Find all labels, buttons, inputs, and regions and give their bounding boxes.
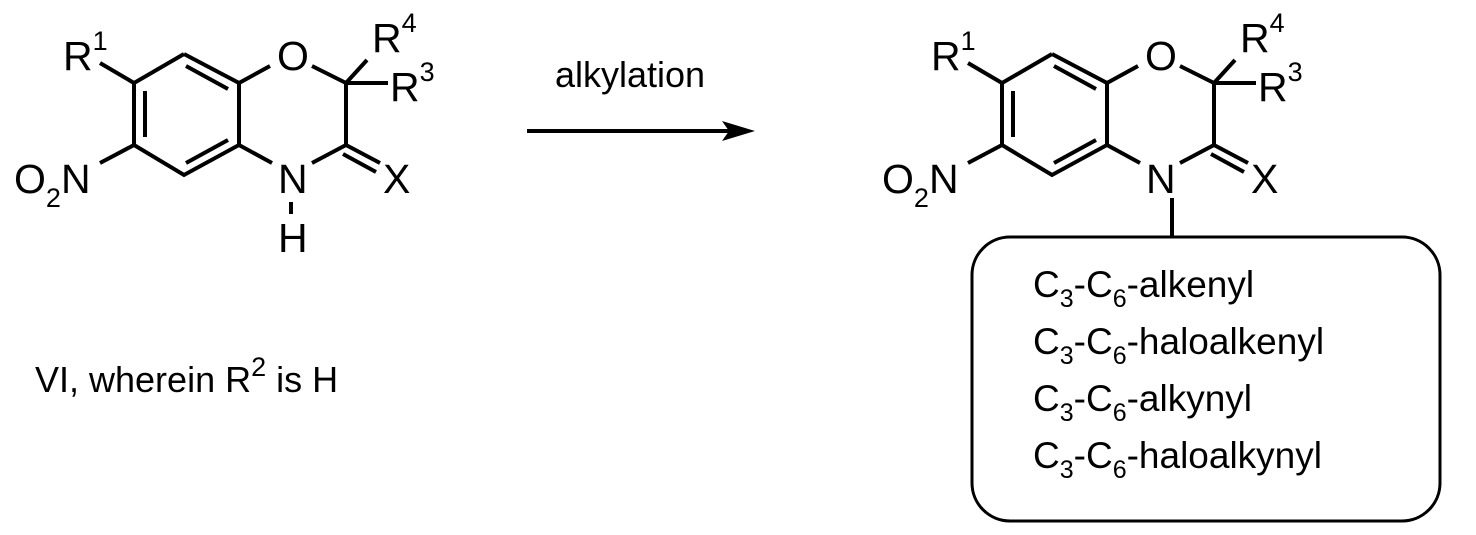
product-structure: R1 O R4 R3 O2N N X [882,8,1303,237]
atom-r1: R1 [931,26,976,79]
arrow-label: alkylation [555,54,705,95]
atom-h: H [278,215,308,261]
atom-x: X [383,156,410,202]
atom-r1: R1 [63,26,108,79]
atom-r4: R4 [1240,8,1285,61]
atom-n: N [1146,156,1176,202]
substituent-item: C3-C6-alkynyl [1033,378,1252,427]
atom-r4: R4 [372,8,417,61]
atom-r3: R3 [390,57,435,110]
atom-o2n: O2N [882,156,959,213]
atom-o: O [1145,33,1177,79]
substituent-box: C3-C6-alkenyl C3-C6-haloalkenyl C3-C6-al… [972,237,1440,521]
atom-n: N [278,156,308,202]
atom-r3: R3 [1258,57,1303,110]
atom-o2n: O2N [14,156,91,213]
reactant-caption: VI, wherein R2 is H [35,352,338,400]
atom-x: X [1251,156,1278,202]
substituent-item: C3-C6-alkenyl [1033,264,1254,313]
reaction-arrow: alkylation [527,54,755,141]
atom-o: O [277,33,309,79]
reactant-structure: R1 O R4 R3 O2N N H X [14,8,435,261]
substituent-item: C3-C6-haloalkenyl [1033,321,1324,370]
substituent-item: C3-C6-haloalkynyl [1033,435,1322,484]
